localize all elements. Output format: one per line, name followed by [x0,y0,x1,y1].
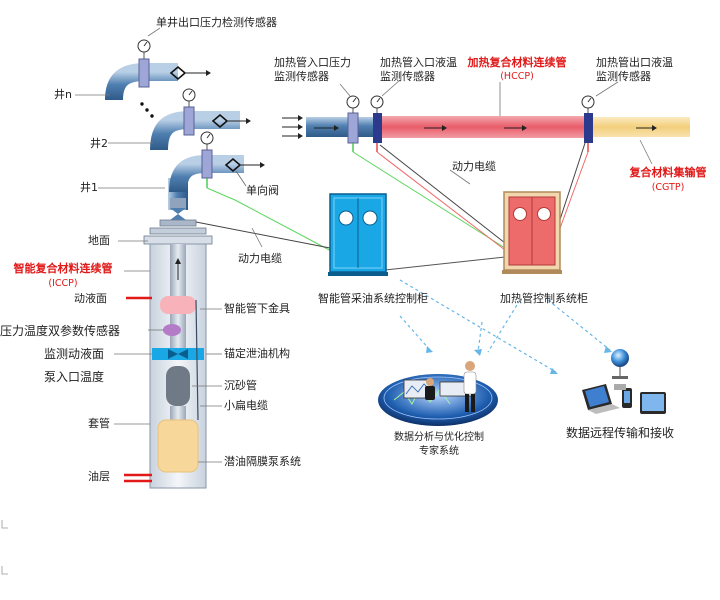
heater-inlet-temp-label: 加热管入口液温监测传感器 [380,56,457,83]
gathering-arrows [282,115,303,139]
remote-transmission-label: 数据远程传输和接收 [566,426,675,440]
remote-devices-illustration [582,349,666,414]
expert-system-illustration [378,361,498,426]
flat-cable-label: 小扁电缆 [224,399,268,412]
inlet-temp-sensor [370,95,384,152]
well-n-label: 井n [54,88,72,101]
well-n-pipe [105,39,211,101]
sand-pipe-label: 沉砂管 [224,379,257,392]
well-1-pipe [168,131,265,210]
cgtp-pipe [592,117,690,137]
expert-system-line1: 数据分析与优化控制 [394,432,484,443]
ellipsis-dots [140,102,154,118]
ground-label: 地面 [88,234,110,247]
casing-label: 套管 [88,417,110,430]
heater-outlet-temp-label: 加热管出口液温监测传感器 [596,56,673,83]
lower-tool-label: 智能管下金具 [224,302,290,315]
hccp-abbr: (HCCP) [500,71,534,82]
dual-sensor-label: 压力温度双参数传感器 [0,324,121,338]
well-2-pipe [150,88,251,151]
pump-inlet-temp-label: 泵入口温度 [44,370,105,384]
power-cable-label-left: 动力电缆 [238,252,282,265]
oil-layer-label: 油层 [88,470,110,483]
heating-cabinet-label: 加热管控制系统柜 [500,292,588,305]
heating-cabinet [502,191,562,274]
well-bore [149,243,207,489]
production-cabinet-label: 智能管采油系统控制柜 [318,292,428,305]
well-1-label: 井1 [80,181,98,194]
well-2-label: 井2 [90,137,108,150]
iccp-label: 智能复合材料连续管 [13,262,113,275]
wellhead-tree [143,198,213,245]
anchor-label: 锚定泄油机构 [224,347,290,360]
iccp-abbr: (ICCP) [48,278,78,289]
power-cable-label-right: 动力电缆 [452,160,496,173]
hccp-pipe [378,116,588,138]
cgtp-abbr: (CGTP) [651,182,685,193]
wellhead-sensor-label: 单井出口压力检测传感器 [156,16,277,29]
inlet-pipe [306,117,376,137]
pump-label: 潜油隔膜泵系统 [224,455,301,468]
monitor-level-label: 监测动液面 [44,347,105,361]
check-valve-label: 单向阀 [246,184,279,197]
outlet-temp-sensor [581,95,595,152]
cgtp-label: 复合材料集输管 [629,166,707,179]
heater-inlet-pressure-label: 加热管入口压力监测传感器 [274,56,351,83]
expert-system-line2: 专家系统 [419,446,459,457]
dynamic-level-label: 动液面 [74,292,107,305]
production-cabinet [328,193,388,276]
inlet-pressure-sensor [346,95,360,152]
hccp-label: 加热复合材料连续管 [467,56,567,69]
